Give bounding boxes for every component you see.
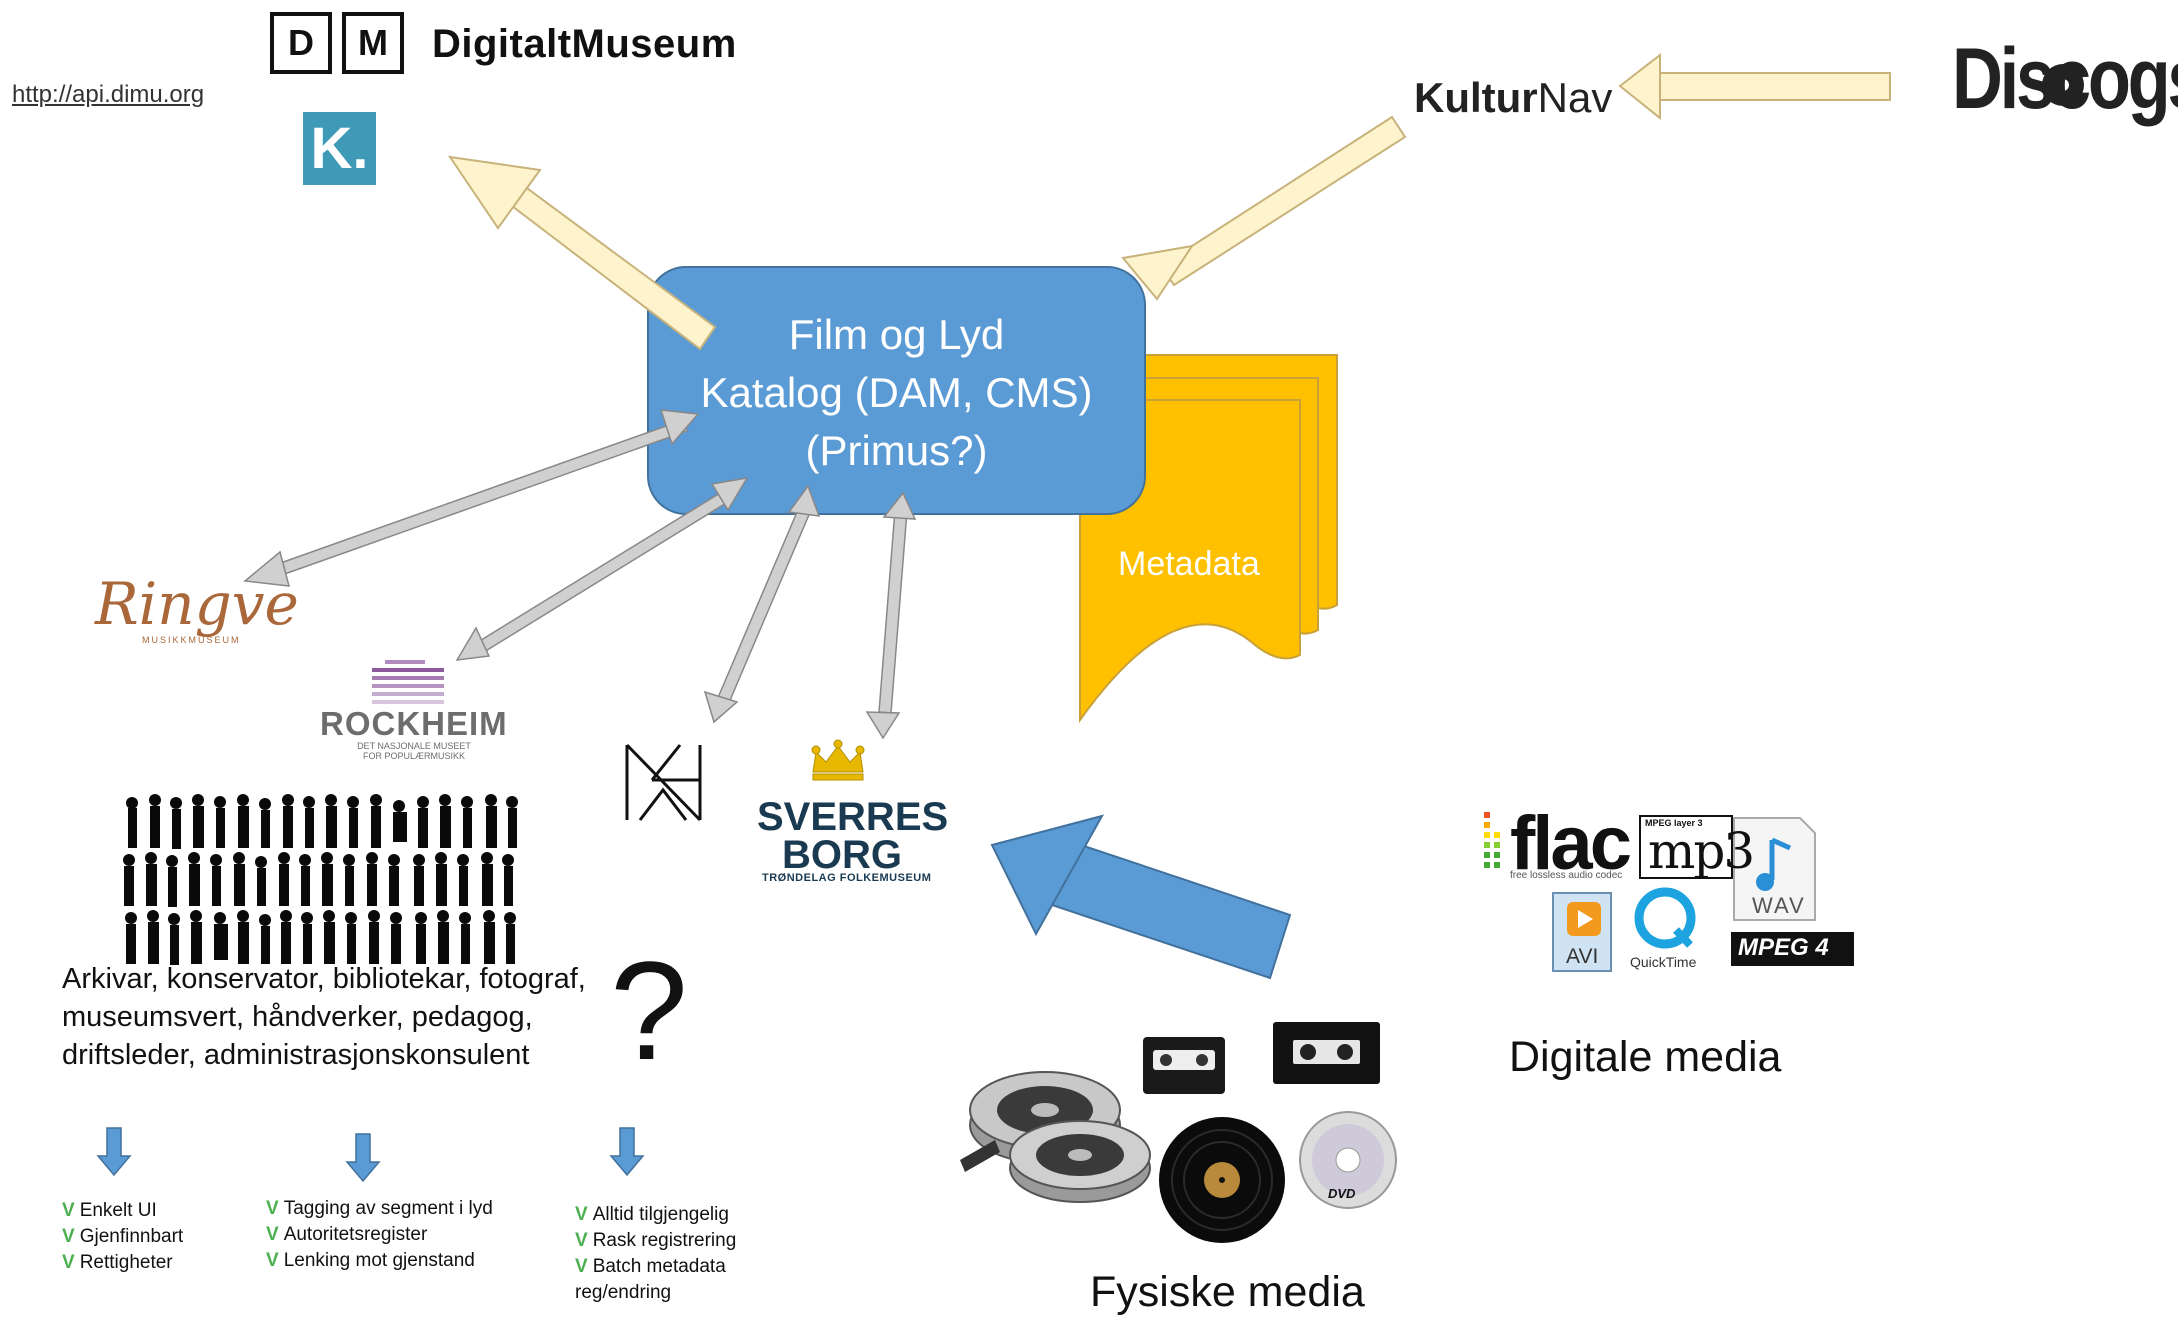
double-arrow-rockheim [455, 476, 749, 661]
double-arrow-sverresborg [865, 491, 917, 740]
mpeg4-label: MPEG 4 [1738, 934, 1829, 961]
kulturnav-suffix: Nav [1537, 74, 1613, 121]
sverresborg-logo: SVERRES BORG [757, 795, 949, 877]
mp3-logo-icon [1639, 815, 1733, 879]
check-icon: V [575, 1204, 588, 1225]
quicktime-label: QuickTime [1630, 954, 1697, 970]
catalog-line-1: Film og Lyd [788, 311, 1005, 358]
flac-equalizer-icon [1484, 812, 1500, 868]
metadata-label: Metadata [1118, 545, 1260, 583]
metadata-document-stack [1079, 354, 1338, 724]
kulturnav-k-logo: K. [303, 112, 376, 185]
wav-label: WAV [1752, 893, 1806, 918]
check-icon: V [266, 1250, 279, 1271]
roles-text: Arkivar, konservator, bibliotekar, fotog… [62, 960, 586, 1074]
sverresborg-crown-icon [811, 739, 865, 781]
catalog-line-3: (Primus?) [805, 427, 988, 474]
roles-line-1: Arkivar, konservator, bibliotekar, fotog… [62, 963, 586, 995]
check-icon: V [62, 1252, 75, 1273]
ringve-logo: Ringve [95, 570, 299, 638]
discogs-logo: Discogs [1952, 31, 2178, 127]
down-arrow-2 [345, 1133, 381, 1183]
ringve-subtitle: MUSIKKMUSEUM [142, 635, 241, 645]
rockheim-subtitle-line-1: DET NASJONALE MUSEET [357, 741, 471, 751]
mp3-logo: mp3 [1648, 822, 1755, 880]
nkm-logo-icon [625, 743, 702, 822]
sverresborg-subtitle: TRØNDELAG FOLKEMUSEUM [762, 872, 932, 884]
check-icon: V [62, 1200, 75, 1221]
sverresborg-line-1: SVERRES [757, 795, 949, 839]
film-reel-icon [960, 1071, 1151, 1203]
quicktime-icon [1634, 887, 1696, 949]
roles-line-3: driftsleder, administrasjonskonsulent [62, 1039, 530, 1071]
roles-line-2: museumsvert, håndverker, pedagog, [62, 1001, 533, 1033]
down-arrow-3 [609, 1127, 645, 1177]
flac-subtitle: free lossless audio codec [1510, 870, 1623, 881]
catalog-line-2: Katalog (DAM, CMS) [700, 369, 1093, 416]
arrow-physical-media-in [990, 814, 1292, 980]
avi-file-icon [1552, 892, 1612, 972]
rockheim-building-icon [372, 660, 444, 704]
double-arrow-nkm [703, 484, 821, 724]
double-arrow-ringve [243, 409, 700, 587]
check-icon: V [266, 1224, 279, 1245]
question-mark: ? [610, 932, 688, 1089]
check-icon: V [266, 1198, 279, 1219]
sverresborg-line-2: BORG [782, 833, 902, 877]
physical-media-label: Fysiske media [1090, 1268, 1365, 1316]
people-silhouettes-icon [123, 794, 518, 965]
check-icon: V [575, 1256, 588, 1277]
down-arrow-1 [96, 1127, 132, 1177]
digitaltmuseum-m-box: M [342, 12, 404, 74]
digitaltmuseum-title: DigitaltMuseum [432, 22, 737, 66]
rockheim-subtitle: DET NASJONALE MUSEET FOR POPULÆRMUSIKK [320, 741, 508, 761]
vinyl-record-icon [1159, 1117, 1285, 1243]
flac-logo: flac [1510, 801, 1632, 886]
kulturnav-prefix: Kultur [1414, 74, 1538, 121]
check-icon: V [575, 1230, 588, 1251]
avi-label: AVI [1566, 945, 1599, 968]
dvd-label: DVD [1328, 1186, 1356, 1201]
cassette-tape-icon [1143, 1037, 1225, 1094]
wav-file-icon [1733, 817, 1816, 921]
arrow-kulturnav-to-catalog [1121, 115, 1407, 301]
vhs-tape-icon [1273, 1022, 1380, 1084]
kulturnav-logo: KulturNav [1414, 74, 1612, 122]
check-icon: V [62, 1226, 75, 1247]
rockheim-subtitle-line-2: FOR POPULÆRMUSIKK [362, 751, 465, 761]
digital-media-label: Digitale media [1509, 1033, 1782, 1081]
api-link[interactable]: http://api.dimu.org [12, 81, 205, 108]
discogs-record-icon [2042, 64, 2084, 106]
catalog-title: Film og Lyd Katalog (DAM, CMS) (Primus?) [648, 306, 1145, 480]
dvd-disc-icon [1299, 1111, 1397, 1209]
mpeg4-badge-icon [1731, 932, 1854, 966]
arrow-catalog-to-digitaltmuseum [447, 155, 717, 351]
rockheim-logo: ROCKHEIM [320, 705, 508, 742]
mp3-top-text: MPEG layer 3 [1645, 818, 1703, 828]
arrow-discogs-to-kulturnav [1618, 52, 1891, 121]
digitaltmuseum-d-box: D [270, 12, 332, 74]
